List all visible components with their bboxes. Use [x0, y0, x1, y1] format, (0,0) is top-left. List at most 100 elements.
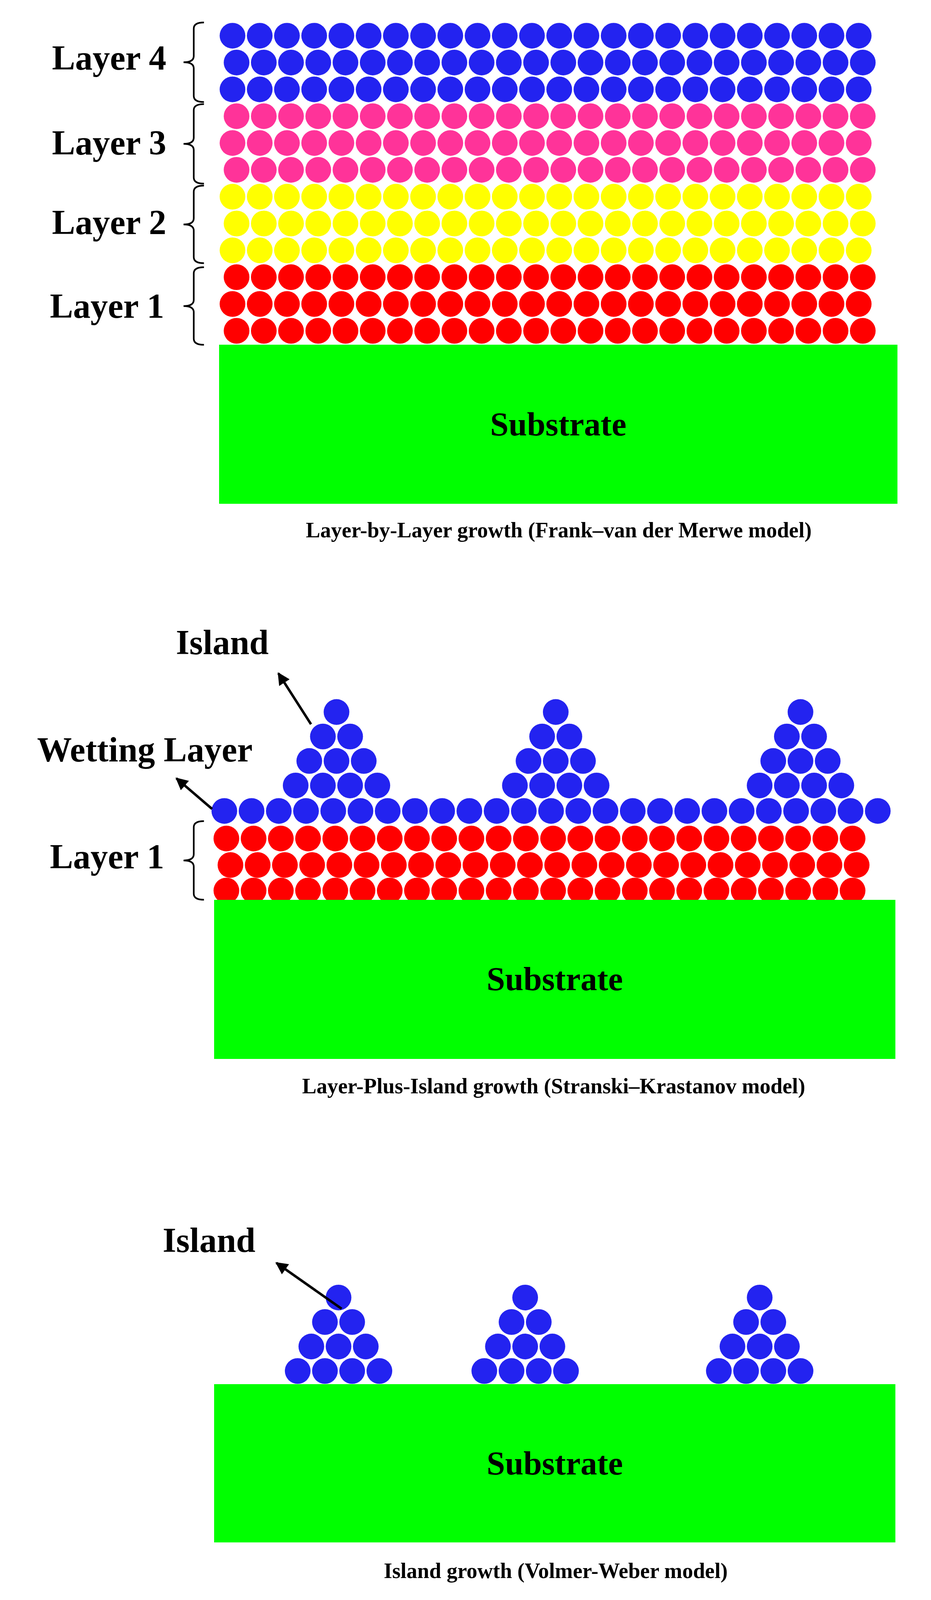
atom-circle — [437, 291, 464, 317]
atom-circle — [492, 183, 518, 210]
atom-circle — [323, 747, 350, 774]
atom-circle — [709, 130, 736, 156]
atom-circle — [223, 264, 250, 290]
atom-circle — [383, 22, 409, 49]
atom-circle — [787, 699, 814, 725]
atom-circle — [410, 22, 437, 49]
atom-circle — [301, 22, 328, 49]
atom-circle — [818, 130, 845, 156]
atom-circle — [795, 156, 822, 183]
atom-circle — [686, 156, 713, 183]
atom-circle — [631, 49, 658, 76]
atom-circle — [246, 291, 273, 317]
atom-circle — [244, 851, 271, 878]
atom-circle — [682, 291, 709, 317]
atom-circle — [768, 317, 794, 344]
atom-circle — [550, 103, 577, 129]
atom-circle — [223, 49, 250, 76]
atom-circle — [627, 22, 654, 49]
atom-circle — [387, 317, 413, 344]
layer-label: Layer 2 — [51, 203, 167, 242]
atom-circle — [312, 1308, 338, 1335]
atom-circle — [760, 747, 787, 774]
substrate-label: Substrate — [486, 959, 623, 998]
atom-circle — [278, 264, 304, 290]
atom-circle — [278, 156, 304, 183]
atom-circle — [546, 183, 572, 210]
atom-circle — [686, 103, 713, 129]
atom-circle — [410, 237, 437, 263]
atom-circle — [577, 103, 604, 129]
atom-circle — [519, 22, 546, 49]
atom-circle — [274, 183, 300, 210]
atom-circle — [223, 210, 250, 237]
atom-circle — [293, 797, 319, 824]
atom-circle — [546, 130, 572, 156]
substrate-label: Substrate — [486, 1444, 623, 1482]
atom-circle — [511, 797, 537, 824]
atom-circle — [849, 103, 876, 129]
atom-circle — [733, 1357, 759, 1384]
atom-circle — [295, 825, 321, 852]
atom-circle — [383, 183, 409, 210]
atom-circle — [762, 851, 788, 878]
substrate-box: Substrate — [214, 1383, 896, 1542]
atom-circle — [605, 49, 631, 76]
atom-circle — [305, 264, 331, 290]
atom-circle — [387, 103, 413, 129]
atom-circle — [496, 156, 522, 183]
atom-circle — [556, 772, 583, 799]
atom-circle — [787, 747, 814, 774]
atom-circle — [250, 156, 277, 183]
atom-circle — [706, 1357, 732, 1384]
atom-circle — [274, 237, 300, 263]
atom-circle — [565, 797, 591, 824]
atom-circle — [659, 103, 685, 129]
atom-circle — [791, 130, 818, 156]
atom-circle — [713, 264, 740, 290]
atom-circle — [250, 317, 277, 344]
atom-circle — [550, 156, 577, 183]
atom-circle — [682, 183, 709, 210]
atom-circle — [305, 210, 331, 237]
atom-circle — [655, 76, 681, 103]
atom-circle — [713, 103, 740, 129]
atom-circle — [764, 130, 790, 156]
leader-arrow — [278, 672, 312, 724]
atom-circle — [376, 825, 403, 852]
atom-circle — [483, 797, 510, 824]
atom-circle — [523, 264, 549, 290]
caption: Island growth (Volmer-Weber model) — [383, 1558, 729, 1583]
atom-circle — [339, 1357, 365, 1384]
atom-circle — [837, 797, 864, 824]
atom-circle — [523, 317, 549, 344]
atom-circle — [774, 1333, 800, 1359]
atom-circle — [492, 22, 518, 49]
atom-circle — [605, 264, 631, 290]
atom-circle — [332, 49, 359, 76]
atom-circle — [822, 103, 849, 129]
atom-circle — [414, 317, 440, 344]
atom-circle — [498, 1308, 525, 1335]
atom-circle — [299, 851, 326, 878]
atom-circle — [323, 699, 350, 725]
atom-circle — [703, 825, 730, 852]
atom-circle — [755, 797, 782, 824]
atom-circle — [298, 1333, 325, 1359]
atom-circle — [546, 291, 572, 317]
atom-circle — [278, 103, 304, 129]
atom-circle — [347, 797, 374, 824]
atom-circle — [789, 851, 816, 878]
atom-circle — [648, 825, 675, 852]
caption: Layer-by-Layer growth (Frank–van der Mer… — [306, 518, 812, 543]
atom-circle — [764, 183, 790, 210]
atom-circle — [332, 317, 359, 344]
atom-circle — [219, 183, 246, 210]
atom-circle — [250, 264, 277, 290]
atom-circle — [464, 183, 491, 210]
atom-circle — [740, 156, 767, 183]
atom-circle — [489, 851, 516, 878]
atom-circle — [571, 851, 598, 878]
atom-circle — [728, 797, 755, 824]
